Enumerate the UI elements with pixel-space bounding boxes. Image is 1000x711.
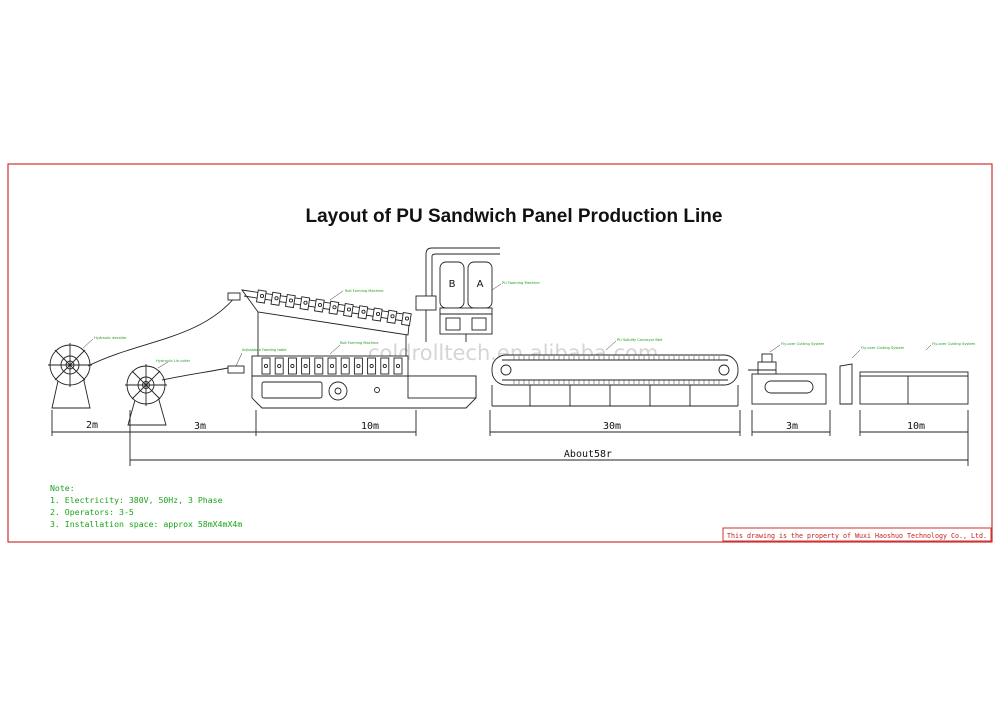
roll bbox=[404, 316, 410, 321]
label-feeding-table: Adjustable Feeding table bbox=[242, 348, 287, 352]
label-cutting-3: Fly-over Cutting System bbox=[932, 342, 976, 346]
roll-stand bbox=[343, 303, 354, 318]
roll-stand bbox=[285, 294, 296, 309]
roll-stand bbox=[372, 307, 383, 322]
roll bbox=[290, 363, 295, 369]
note-heading: Note: bbox=[50, 483, 75, 493]
dim-10m-b: 10m bbox=[907, 421, 925, 432]
roll-stand bbox=[299, 296, 311, 311]
roll bbox=[382, 363, 387, 369]
adjustable-feeding-table bbox=[227, 365, 245, 374]
roll bbox=[274, 296, 279, 301]
roll-stand bbox=[274, 357, 284, 375]
dim-10m-a: 10m bbox=[361, 421, 379, 432]
label-pu-conveyor: PU Solidify Conveyor Belt bbox=[617, 338, 663, 342]
roll bbox=[369, 363, 374, 369]
property-text: This drawing is the property of Wuxi Hao… bbox=[727, 531, 987, 540]
tank-a-label: A bbox=[477, 279, 484, 290]
lower-roll-forming-machine bbox=[251, 355, 477, 409]
note-line-2: 2. Operators: 3-5 bbox=[50, 507, 134, 517]
roll-stand bbox=[386, 309, 398, 324]
upper-roll-forming-machine bbox=[227, 289, 412, 378]
notes-block: Note: 1. Electricity: 380V, 50Hz, 3 Phas… bbox=[50, 483, 242, 529]
roll-stand bbox=[328, 300, 340, 315]
hydraulic-uncoiler bbox=[125, 364, 167, 426]
property-box bbox=[722, 527, 992, 542]
label-hydraulic-decoiler: Hydraulic decoiler bbox=[94, 336, 127, 340]
roll-stand bbox=[270, 291, 282, 306]
pu-conveyor-belt bbox=[491, 354, 739, 407]
tank-b-label: B bbox=[449, 279, 456, 290]
roll bbox=[329, 363, 335, 369]
roll bbox=[375, 311, 381, 317]
roll bbox=[346, 307, 352, 312]
roll-stand bbox=[287, 357, 297, 375]
hydraulic-decoiler bbox=[48, 343, 92, 409]
dimension-lines bbox=[51, 410, 969, 466]
roll bbox=[356, 363, 361, 369]
label-hydraulic-uncoiler: Hydraulic Un-coiler bbox=[156, 359, 191, 363]
roll bbox=[303, 363, 308, 369]
roll-stand bbox=[367, 357, 377, 375]
roll-stand bbox=[301, 357, 311, 375]
roll-stand bbox=[357, 305, 369, 320]
label-roll-forming-top: Roll Forming Machine bbox=[345, 289, 384, 293]
roll-stand bbox=[327, 357, 337, 375]
roll bbox=[390, 314, 395, 319]
roll-stand bbox=[314, 357, 324, 375]
note-line-1: 1. Electricity: 380V, 50Hz, 3 Phase bbox=[50, 495, 223, 505]
drawing-frame bbox=[7, 163, 993, 543]
dim-total: About58r bbox=[564, 449, 612, 460]
pu-foaming-machine bbox=[415, 247, 500, 342]
roll bbox=[317, 302, 323, 308]
roll-stand bbox=[314, 298, 325, 313]
stacking-table bbox=[839, 363, 969, 405]
note-line-3: 3. Installation space: approx 58mX4mX4m bbox=[50, 519, 242, 529]
roll bbox=[332, 305, 337, 310]
roll-stand bbox=[380, 357, 390, 375]
roll bbox=[343, 363, 348, 369]
dim-3m-a: 3m bbox=[194, 421, 206, 432]
dim-3m-b: 3m bbox=[786, 421, 798, 432]
roll bbox=[288, 298, 294, 303]
label-roll-forming-bottom: Roll Forming Machine bbox=[340, 341, 379, 345]
roll bbox=[361, 309, 366, 314]
roll bbox=[259, 293, 265, 299]
roll bbox=[277, 363, 282, 369]
roll-stand bbox=[401, 312, 412, 327]
roll-stand bbox=[393, 357, 403, 375]
roll-stand bbox=[340, 357, 350, 375]
drawing-title: Layout of PU Sandwich Panel Production L… bbox=[306, 206, 723, 227]
roll-stand bbox=[261, 357, 271, 375]
dim-30m: 30m bbox=[603, 421, 621, 432]
label-pu-foaming: PU Foaming Machine bbox=[502, 281, 540, 285]
label-cutting-2: Fly-over Cutting System bbox=[861, 346, 905, 350]
roll bbox=[395, 363, 401, 369]
roll-stand bbox=[353, 357, 363, 375]
roll bbox=[263, 363, 269, 369]
dim-2m: 2m bbox=[86, 420, 98, 431]
roll bbox=[316, 363, 321, 369]
roll bbox=[303, 300, 308, 305]
flyover-cutting-system bbox=[748, 353, 827, 405]
roll-stand bbox=[256, 289, 267, 304]
label-flyover-cutting: Fly-over Cutting System bbox=[781, 342, 825, 346]
